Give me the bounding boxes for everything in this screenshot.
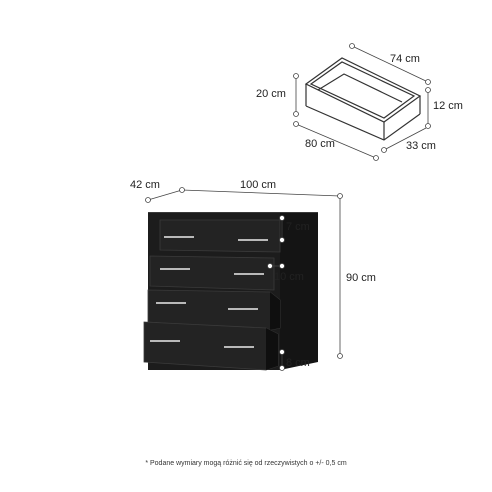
drawer-length-label: 74 cm — [390, 53, 420, 65]
drawer-box-illustration — [304, 57, 422, 141]
dresser-depth-label: 42 cm — [130, 179, 160, 191]
drawer-2 — [149, 255, 275, 291]
drawer-front-height-label: 12 cm — [433, 100, 463, 112]
drawer-1-handle-left — [164, 236, 194, 238]
drawer-3-handle-right — [228, 308, 258, 310]
drawer-1-handle-right — [238, 239, 268, 241]
dresser-illustration — [143, 212, 318, 371]
drawer-2-handle-right — [234, 273, 264, 275]
drawer-1 — [159, 219, 281, 253]
dresser-height-label: 90 cm — [346, 272, 376, 284]
dresser-dimension-lines — [147, 189, 341, 368]
drawer-4 — [143, 321, 279, 371]
drawer-4-handle-left — [150, 340, 180, 342]
top-gap-label: 7 cm — [286, 221, 310, 233]
dresser-width-label: 100 cm — [240, 179, 277, 191]
drawer-box-dimension-dots — [293, 43, 431, 161]
drawer-height-label: 20 cm — [256, 88, 286, 100]
dresser-side-panel — [280, 212, 318, 370]
drawer-2-handle-left — [160, 268, 190, 270]
drawer-width-label: 80 cm — [305, 138, 335, 150]
bottom-gap-label: 8 cm — [286, 357, 310, 369]
drawer-gap-label: 10 cm — [274, 271, 304, 283]
dresser-dimension-dots — [145, 187, 343, 371]
drawer-depth-label: 33 cm — [406, 140, 436, 152]
drawer-box-bottom-edge — [305, 105, 421, 141]
drawer-3 — [147, 289, 281, 331]
dimension-disclaimer: * Podane wymiary mogą różnić się od rzec… — [145, 460, 347, 467]
drawer-box-inner-rim — [309, 61, 416, 119]
drawer-box-dimension-lines — [295, 45, 429, 159]
drawer-4-handle-right — [224, 346, 254, 348]
drawer-3-handle-left — [156, 302, 186, 304]
drawer-box-inner-floor — [317, 73, 403, 103]
